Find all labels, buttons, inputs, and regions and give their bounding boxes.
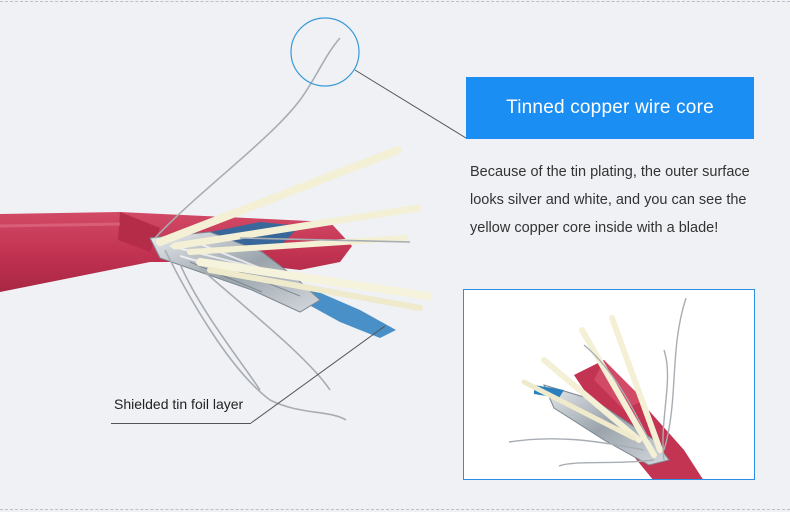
top-dashed-divider	[0, 1, 790, 2]
bottom-dashed-divider	[0, 509, 790, 510]
inset-fiber-strands	[521, 315, 663, 458]
foil-leader-line	[250, 325, 386, 424]
description-line: yellow copper core inside with a blade!	[470, 220, 719, 236]
fiber-strands	[156, 146, 432, 311]
description-line: Because of the tin plating, the outer su…	[470, 164, 750, 180]
inset-cable-photo	[508, 297, 703, 479]
description-line: looks silver and white, and you can see …	[470, 192, 747, 208]
foil-label-underline	[111, 423, 251, 424]
inset-tinned-wires	[508, 297, 687, 467]
wire-core-callout	[290, 17, 467, 139]
callout-title: Tinned copper wire core	[506, 97, 714, 118]
inset-photo-frame	[463, 289, 755, 480]
callout-title-box: Tinned copper wire core	[466, 77, 754, 139]
callout-description: Because of the tin plating, the outer su…	[470, 158, 770, 242]
tinned-wires	[154, 37, 411, 421]
foil-label: Shielded tin foil layer	[114, 396, 244, 412]
